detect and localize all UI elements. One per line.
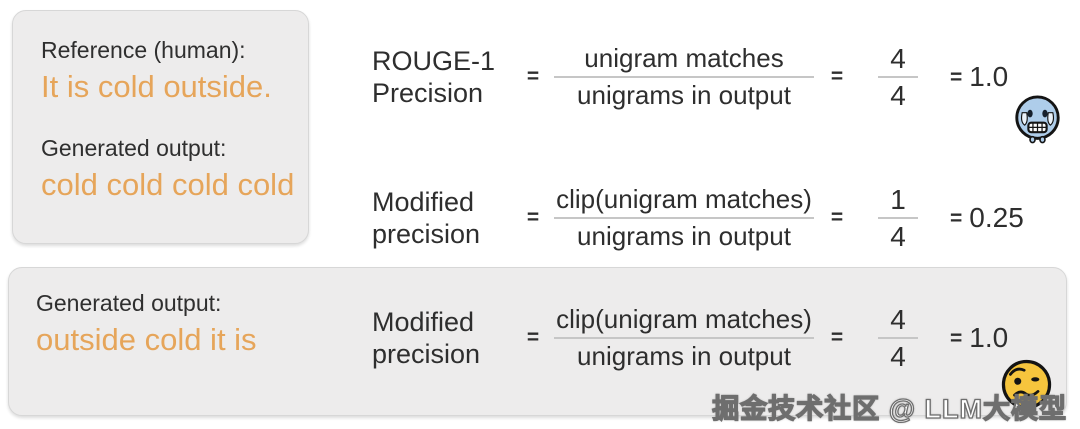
result-value: 1.0 xyxy=(969,322,1009,353)
formula-label: Modified precision xyxy=(372,186,512,250)
generated-text-bottom: outside cold it is xyxy=(36,322,257,357)
confused-face-emoji xyxy=(1001,359,1052,410)
fraction-denominator: unigrams in output xyxy=(577,341,791,371)
generated-label-bottom: Generated output: xyxy=(36,290,222,316)
formula-label-line1: Modified xyxy=(372,307,475,337)
fraction-bar xyxy=(554,217,814,219)
fraction-values: 1 4 xyxy=(860,185,936,251)
fraction-numerator: clip(unigram matches) xyxy=(556,184,812,214)
formula-label-line1: Modified xyxy=(372,187,475,217)
equals-sign: = xyxy=(830,65,844,88)
formula-result: = 1.0 xyxy=(950,322,1008,354)
fraction-terms: clip(unigram matches) unigrams in output xyxy=(554,305,814,371)
equals-sign: = xyxy=(830,206,844,229)
equals-sign: = xyxy=(526,65,540,88)
equals-sign: = xyxy=(526,206,540,229)
cold-face-emoji xyxy=(1015,95,1060,144)
equals-sign: = xyxy=(950,207,963,230)
formula-label-line2: Precision xyxy=(372,78,484,108)
fraction-values: 4 4 xyxy=(860,305,936,371)
fraction-denominator: unigrams in output xyxy=(577,221,791,251)
fraction-denominator: unigrams in output xyxy=(577,80,791,110)
value-denominator: 4 xyxy=(890,80,906,111)
equals-sign: = xyxy=(830,326,844,349)
equals-sign: = xyxy=(526,326,540,349)
result-value: 1.0 xyxy=(969,61,1009,92)
fraction-bar xyxy=(878,337,918,339)
reference-example-card: Reference (human): It is cold outside. G… xyxy=(12,10,309,244)
watermark-text: 掘金技术社区 @ LLM大模型 xyxy=(712,393,1067,424)
equals-sign: = xyxy=(950,327,963,350)
formula-modified-precision-2: Modified precision = clip(unigram matche… xyxy=(372,300,1008,376)
fraction-terms: clip(unigram matches) unigrams in output xyxy=(554,185,814,251)
formula-label: Modified precision xyxy=(372,306,512,370)
reference-label: Reference (human): xyxy=(41,37,246,63)
value-numerator: 1 xyxy=(890,184,906,215)
formula-result: = 1.0 xyxy=(950,61,1008,93)
value-numerator: 4 xyxy=(890,304,906,335)
value-denominator: 4 xyxy=(890,341,906,372)
formula-result: = 0.25 xyxy=(950,202,1024,234)
formula-label: ROUGE-1 Precision xyxy=(372,45,512,109)
fraction-terms: unigram matches unigrams in output xyxy=(554,44,814,110)
fraction-bar xyxy=(878,76,918,78)
generated-label: Generated output: xyxy=(41,135,227,161)
fraction-bar xyxy=(554,337,814,339)
generated-text: cold cold cold cold xyxy=(41,167,295,202)
fraction-bar xyxy=(878,217,918,219)
formula-modified-precision-1: Modified precision = clip(unigram matche… xyxy=(372,180,1024,256)
equals-sign: = xyxy=(950,66,963,89)
formula-label-line2: precision xyxy=(372,339,481,369)
fraction-numerator: unigram matches xyxy=(584,43,784,73)
value-denominator: 4 xyxy=(890,221,906,252)
result-value: 0.25 xyxy=(969,202,1024,233)
formula-rouge1-precision: ROUGE-1 Precision = unigram matches unig… xyxy=(372,39,1008,115)
reference-text: It is cold outside. xyxy=(41,69,272,104)
modified-example-card: Generated output: outside cold it is xyxy=(8,267,1067,416)
fraction-values: 4 4 xyxy=(860,44,936,110)
value-numerator: 4 xyxy=(890,43,906,74)
fraction-numerator: clip(unigram matches) xyxy=(556,304,812,334)
fraction-bar xyxy=(554,76,814,78)
formula-label-line1: ROUGE-1 xyxy=(372,46,496,76)
formula-label-line2: precision xyxy=(372,219,481,249)
